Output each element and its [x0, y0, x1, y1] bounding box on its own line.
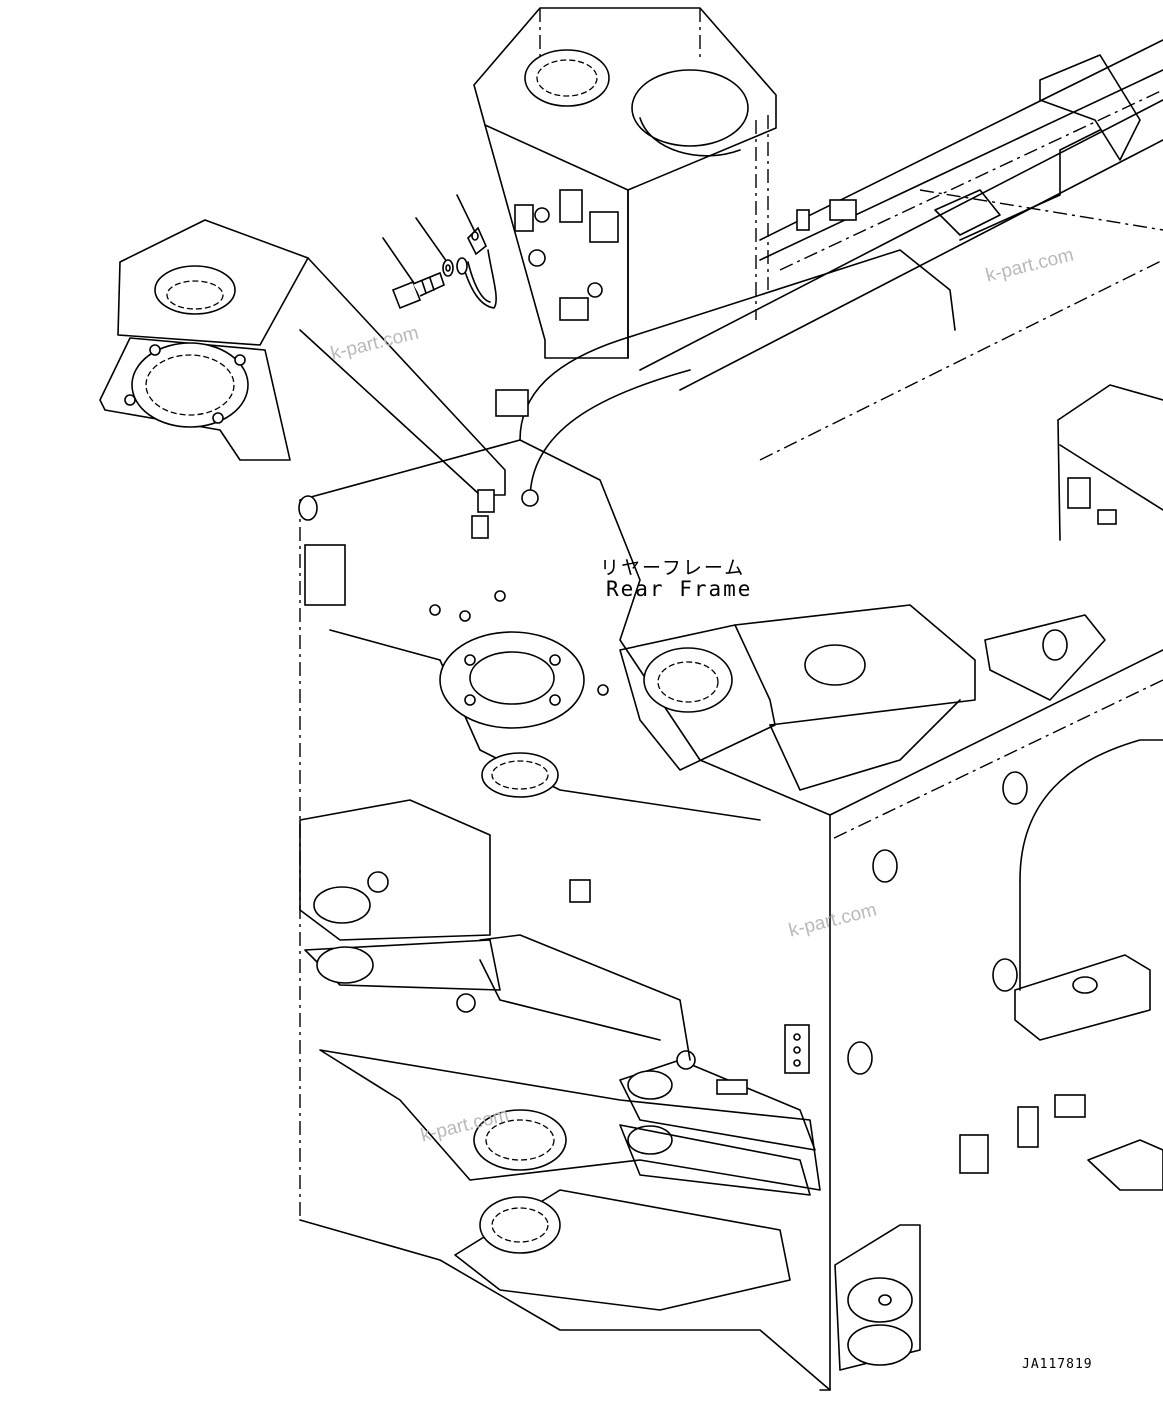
cable-leader-line	[456, 194, 476, 233]
right-mount-plate	[619, 604, 1106, 791]
bottom-hinge	[834, 1224, 921, 1371]
upper-frame-members	[639, 39, 1163, 461]
ground-cable-icon	[456, 226, 497, 309]
washer-leader-line	[415, 217, 448, 263]
bolt-washer-cable-assembly	[382, 194, 497, 310]
bolt-icon	[391, 271, 445, 310]
left-mount-bracket	[99, 219, 506, 496]
part-name-english: Rear Frame	[606, 577, 753, 601]
washer-icon	[442, 259, 454, 277]
lower-link-arms	[299, 799, 831, 1391]
figure-code: JA117819	[1022, 1357, 1093, 1372]
right-box-frame	[784, 384, 1163, 1391]
part-name-japanese: リヤーフレーム	[600, 557, 746, 579]
bolt-leader-line	[382, 237, 417, 287]
rear-tower	[473, 7, 777, 359]
main-deck	[298, 249, 956, 1220]
